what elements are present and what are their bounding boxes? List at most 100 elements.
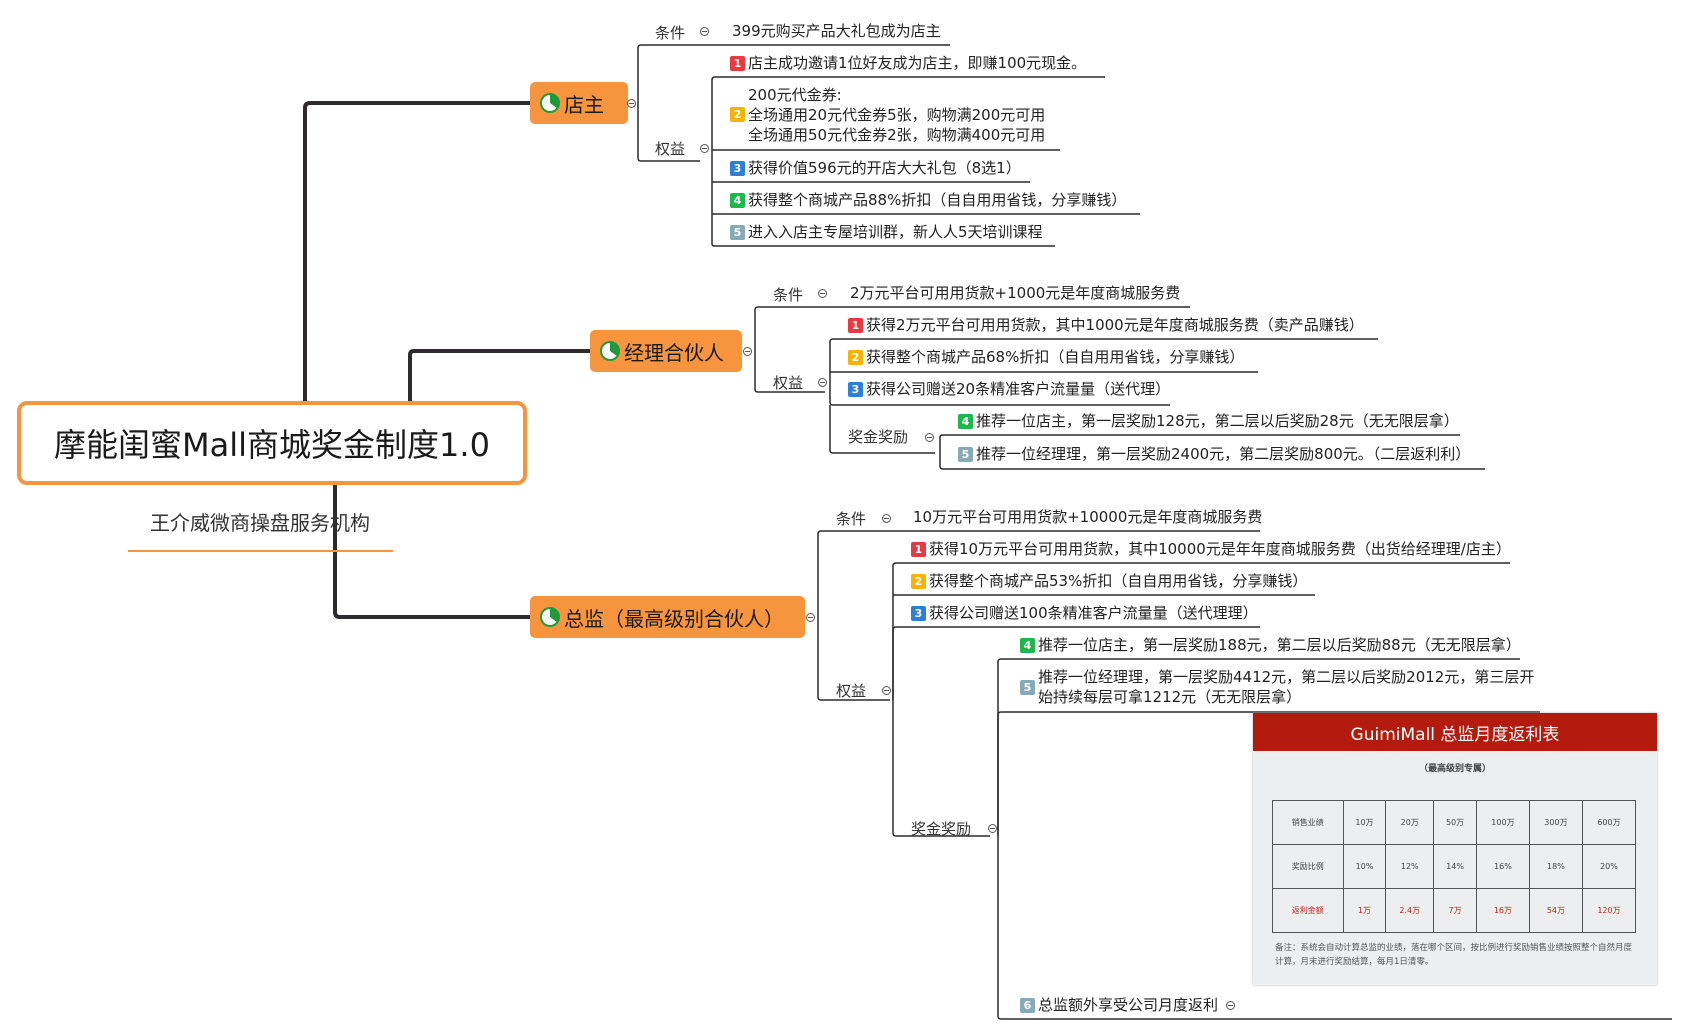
priority-badge-icon: 2 [911,574,926,589]
priority-badge-icon: 3 [911,606,926,621]
collapse-toggle-icon[interactable] [925,433,934,442]
table-cell: 16% [1475,844,1530,889]
central-title: 摩能闺蜜Mall商城奖金制度1.0 [54,426,490,464]
branch-manager[interactable]: 经理合伙人 [590,330,742,372]
collapse-toggle-icon[interactable] [988,824,997,833]
collapse-toggle-icon[interactable] [700,27,709,36]
table-row: 返利金额 1万 2.4万 7万 16万 54万 120万 [1272,888,1637,933]
collapse-toggle-icon[interactable] [818,289,827,298]
priority-badge-icon: 1 [848,318,863,333]
table-cell: 600万 [1581,800,1637,845]
table-cell: 14% [1433,844,1477,889]
table-cell: 返利金额 [1272,888,1344,933]
priority-badge-icon: 4 [730,193,745,208]
priority-badge-icon: 3 [848,382,863,397]
priority-badge-icon: 4 [958,414,973,429]
central-topic[interactable]: 摩能闺蜜Mall商城奖金制度1.0 [17,401,527,485]
collapse-toggle-icon[interactable] [700,144,709,153]
table-cell: 销售业绩 [1272,800,1344,845]
branch-title: 店主 [564,92,604,117]
benefits-label: 权益 [773,374,804,392]
table-cell: 18% [1528,844,1583,889]
priority-badge-icon: 1 [730,56,745,71]
collapse-toggle-icon[interactable] [818,378,827,387]
priority-badge-icon: 6 [1020,998,1035,1013]
priority-badge-icon: 2 [730,107,745,122]
condition-label: 条件 [655,24,686,42]
benefit-voucher-line: 全场通用50元代金券2张，购物满400元可用 [748,126,1046,144]
collapse-toggle-icon[interactable] [743,347,752,356]
priority-badge-icon: 2 [848,350,863,365]
benefits-label: 权益 [655,140,686,158]
condition-label: 条件 [773,286,804,304]
collapse-toggle-icon[interactable] [806,613,815,622]
priority-badge-icon: 4 [1020,638,1035,653]
benefits-label: 权益 [836,682,867,700]
table-cell: 50万 [1433,800,1477,845]
table-cell: 100万 [1475,800,1530,845]
table-cell: 54万 [1528,888,1583,933]
condition-text: 2万元平台可用用货款+1000元是年度商城服务费 [850,284,1181,302]
priority-badge-icon: 5 [958,447,973,462]
collapse-toggle-icon[interactable] [1226,1001,1235,1010]
table-cell: 2.4万 [1385,888,1435,933]
priority-badge-icon: 5 [730,225,745,240]
priority-badge-icon: 5 [1020,680,1035,695]
branch-title: 总监（最高级别合伙人） [564,606,784,631]
condition-text: 399元购买产品大礼包成为店主 [732,22,941,40]
central-subtitle: 王介威微商操盘服务机构 [150,511,370,535]
table-cell: 120万 [1581,888,1637,933]
progress-pie-icon [540,93,560,113]
bonus-label: 奖金奖励 [911,820,972,838]
table-cell: 10% [1342,844,1387,889]
branch-title: 经理合伙人 [624,340,724,365]
table-cell: 12% [1385,844,1435,889]
bonus-label: 奖金奖励 [848,428,909,446]
rebate-table: 销售业绩 10万 20万 50万 100万 300万 600万 奖励比例 10%… [1272,800,1637,933]
collapse-toggle-icon[interactable] [627,99,636,108]
table-cell: 奖励比例 [1272,844,1344,889]
benefit-voucher-line: 全场通用20元代金券5张，购物满200元可用 [748,106,1046,124]
benefit-voucher-title: 200元代金券: [748,86,842,104]
bonus-item-line: 始持续每层可拿1212元（无无限层拿） [1038,688,1302,706]
table-cell: 20万 [1385,800,1435,845]
rebate-table-title: GuimiMall 总监月度返利表 [1253,713,1657,751]
condition-label: 条件 [836,510,867,528]
priority-badge-icon: 3 [730,161,745,176]
table-cell: 16万 [1475,888,1530,933]
bonus-item-line: 推荐一位经理理，第一层奖励4412元，第二层以后奖励2012元，第三层开 [1038,668,1535,686]
rebate-table-image: GuimiMall 总监月度返利表 （最高级别专属） 销售业绩 10万 20万 … [1253,713,1657,985]
branch-director[interactable]: 总监（最高级别合伙人） [530,596,805,638]
table-cell: 7万 [1433,888,1477,933]
table-row: 奖励比例 10% 12% 14% 16% 18% 20% [1272,844,1637,889]
table-cell: 20% [1581,844,1637,889]
rebate-table-note: 备注：系统会自动计算总监的业绩，落在哪个区间，按比例进行奖励销售业绩按照整个自然… [1275,943,1633,967]
condition-text: 10万元平台可用用货款+10000元是年度商城服务费 [913,508,1263,526]
rebate-table-subtitle: （最高级别专属） [1418,764,1491,774]
table-cell: 1万 [1342,888,1387,933]
branch-store-owner[interactable]: 店主 [530,82,628,124]
progress-pie-icon [540,607,560,627]
table-row: 销售业绩 10万 20万 50万 100万 300万 600万 [1272,800,1637,845]
priority-badge-icon: 1 [911,542,926,557]
table-cell: 10万 [1342,800,1387,845]
progress-pie-icon [600,341,620,361]
collapse-toggle-icon[interactable] [882,686,891,695]
collapse-toggle-icon[interactable] [882,514,891,523]
table-cell: 300万 [1528,800,1583,845]
